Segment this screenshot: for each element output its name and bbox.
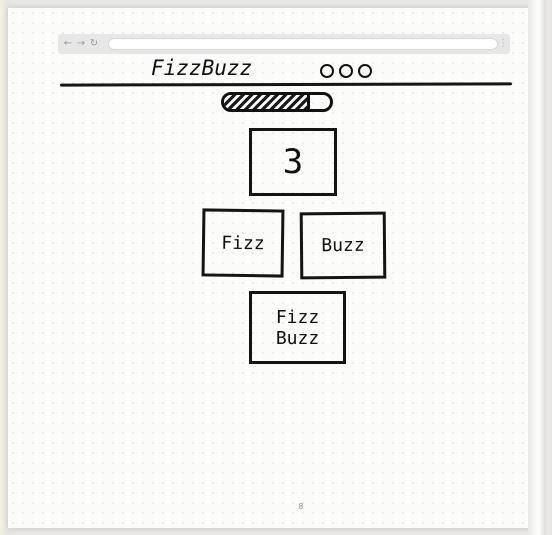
notebook-left-edge	[0, 0, 10, 535]
progress-bar-fill	[224, 95, 310, 109]
fizz-button[interactable]: Fizz	[201, 208, 285, 278]
menu-dot	[358, 64, 372, 78]
url-bar[interactable]	[108, 38, 498, 50]
app-title: FizzBuzz	[151, 56, 253, 80]
buzz-button[interactable]: Buzz	[299, 211, 387, 280]
back-arrow-icon[interactable]: ←	[63, 38, 73, 49]
menu-dot	[339, 64, 353, 78]
fizzbuzz-button[interactable]: Fizz Buzz	[249, 291, 346, 364]
kebab-menu-icon[interactable]: ⋮	[498, 38, 508, 49]
current-number-display: 3	[249, 128, 337, 196]
forward-arrow-icon[interactable]: →	[76, 38, 86, 49]
menu-dot	[320, 64, 334, 78]
browser-toolbar: ← → ↻ ⋮	[58, 34, 510, 54]
page-number: 8	[298, 502, 304, 511]
reload-icon[interactable]: ↻	[89, 38, 99, 49]
fizzbuzz-label-line2: Buzz	[275, 327, 320, 349]
notebook-right-edge	[528, 0, 546, 535]
progress-bar	[221, 92, 333, 112]
fizzbuzz-label-line1: Fizz	[275, 306, 320, 328]
more-dots-icon[interactable]	[320, 64, 380, 78]
